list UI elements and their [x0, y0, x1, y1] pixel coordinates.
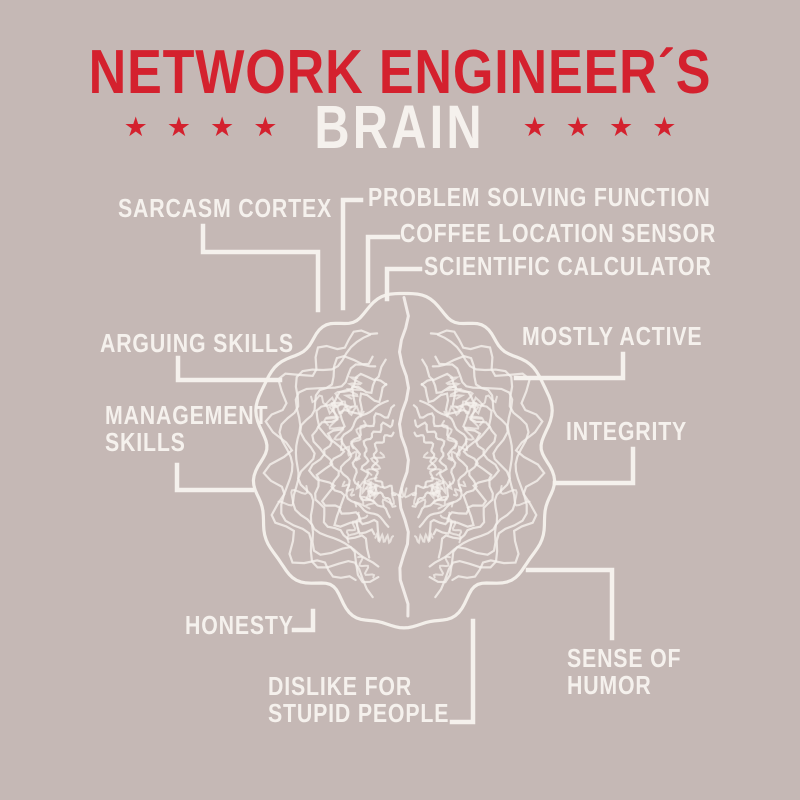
brain-stroke	[353, 483, 385, 508]
brain-stroke	[381, 487, 405, 507]
brain-stroke	[428, 354, 517, 584]
brain-stroke	[447, 440, 468, 462]
poster-title-line2: BRAIN	[314, 93, 486, 161]
brain-stroke	[444, 376, 466, 400]
brain-stroke	[443, 403, 484, 419]
brain-stroke	[428, 363, 511, 568]
brain-illustration	[251, 291, 557, 630]
label-sense-of-humor: SENSE OF HUMOR	[567, 643, 682, 700]
stars-left: ★★★★	[123, 111, 297, 142]
brain-stroke	[277, 485, 309, 507]
brain-stroke	[441, 420, 459, 450]
brain-stroke	[340, 440, 361, 462]
brain-stroke	[291, 354, 380, 584]
brain-stroke	[323, 390, 350, 426]
brain-stroke	[397, 296, 411, 618]
connector-coffee-location	[365, 234, 401, 304]
brain-stroke	[429, 329, 546, 582]
stars-right: ★★★★	[522, 111, 696, 142]
brain-stroke	[463, 415, 483, 441]
brain-stroke	[434, 333, 530, 599]
brain-stroke	[499, 485, 531, 507]
brain-stroke	[310, 394, 353, 413]
brain-stroke	[341, 480, 356, 497]
brain-stroke	[446, 511, 463, 536]
brain-stroke	[414, 532, 434, 545]
label-honesty: HONESTY	[185, 610, 294, 640]
label-problem-solving: PROBLEM SOLVING FUNCTION	[368, 182, 711, 212]
brain-stroke	[262, 329, 379, 582]
brain-stroke	[345, 511, 362, 536]
brain-stroke	[452, 480, 467, 497]
poster-title-line1: NETWORK ENGINEER´S	[88, 38, 712, 107]
brain-stroke	[297, 363, 380, 568]
label-sarcasm-cortex: SARCASM CORTEX	[118, 193, 333, 223]
brain-stroke	[418, 399, 469, 528]
label-mostly-active: MOSTLY ACTIVE	[522, 321, 703, 351]
connector-dislike-stupid-people	[449, 618, 476, 725]
brain-stroke	[422, 451, 443, 476]
label-management-skills: MANAGEMENT SKILLS	[105, 400, 269, 457]
poster-title-line2-row: ★★★★ BRAIN ★★★★	[0, 93, 800, 161]
connector-integrity	[552, 446, 636, 486]
label-dislike-stupid-people: DISLIKE FOR STUPID PEOPLE	[268, 671, 450, 728]
brain-stroke	[432, 555, 451, 579]
brain-stroke	[403, 487, 427, 507]
connector-mostly-active	[513, 351, 626, 381]
brain-stroke	[439, 514, 462, 544]
connector-lines	[174, 197, 636, 725]
brain-stroke	[365, 451, 386, 476]
brain-stroke	[411, 419, 448, 508]
brain-stroke	[349, 420, 367, 450]
connector-management-skills	[174, 462, 255, 493]
label-arguing-skills: ARGUING SKILLS	[100, 328, 294, 358]
label-coffee-location: COFFEE LOCATION SENSOR	[400, 218, 717, 248]
connector-arguing-skills	[175, 355, 283, 383]
connector-scientific-calculator	[384, 266, 423, 302]
brain-stroke	[251, 291, 557, 630]
brain-stroke	[339, 399, 390, 528]
brain-stroke	[357, 555, 376, 579]
brain-stroke	[325, 415, 345, 441]
brain-stroke	[458, 390, 485, 426]
connector-sarcasm-cortex	[200, 223, 321, 313]
label-integrity: INTEGRITY	[566, 416, 688, 446]
label-scientific-calculator: SCIENTIFIC CALCULATOR	[424, 251, 712, 281]
brain-stroke	[374, 532, 394, 545]
brain-stroke	[455, 394, 498, 413]
brain-stroke	[342, 376, 364, 400]
connector-honesty	[291, 608, 316, 633]
brain-stroke	[423, 483, 455, 508]
brain-stroke	[360, 419, 397, 508]
connector-sense-of-humor	[525, 567, 615, 641]
brain-stroke	[346, 514, 369, 544]
brain-stroke	[324, 403, 365, 419]
connector-problem-solving	[340, 197, 364, 311]
brain-stroke	[278, 333, 374, 599]
